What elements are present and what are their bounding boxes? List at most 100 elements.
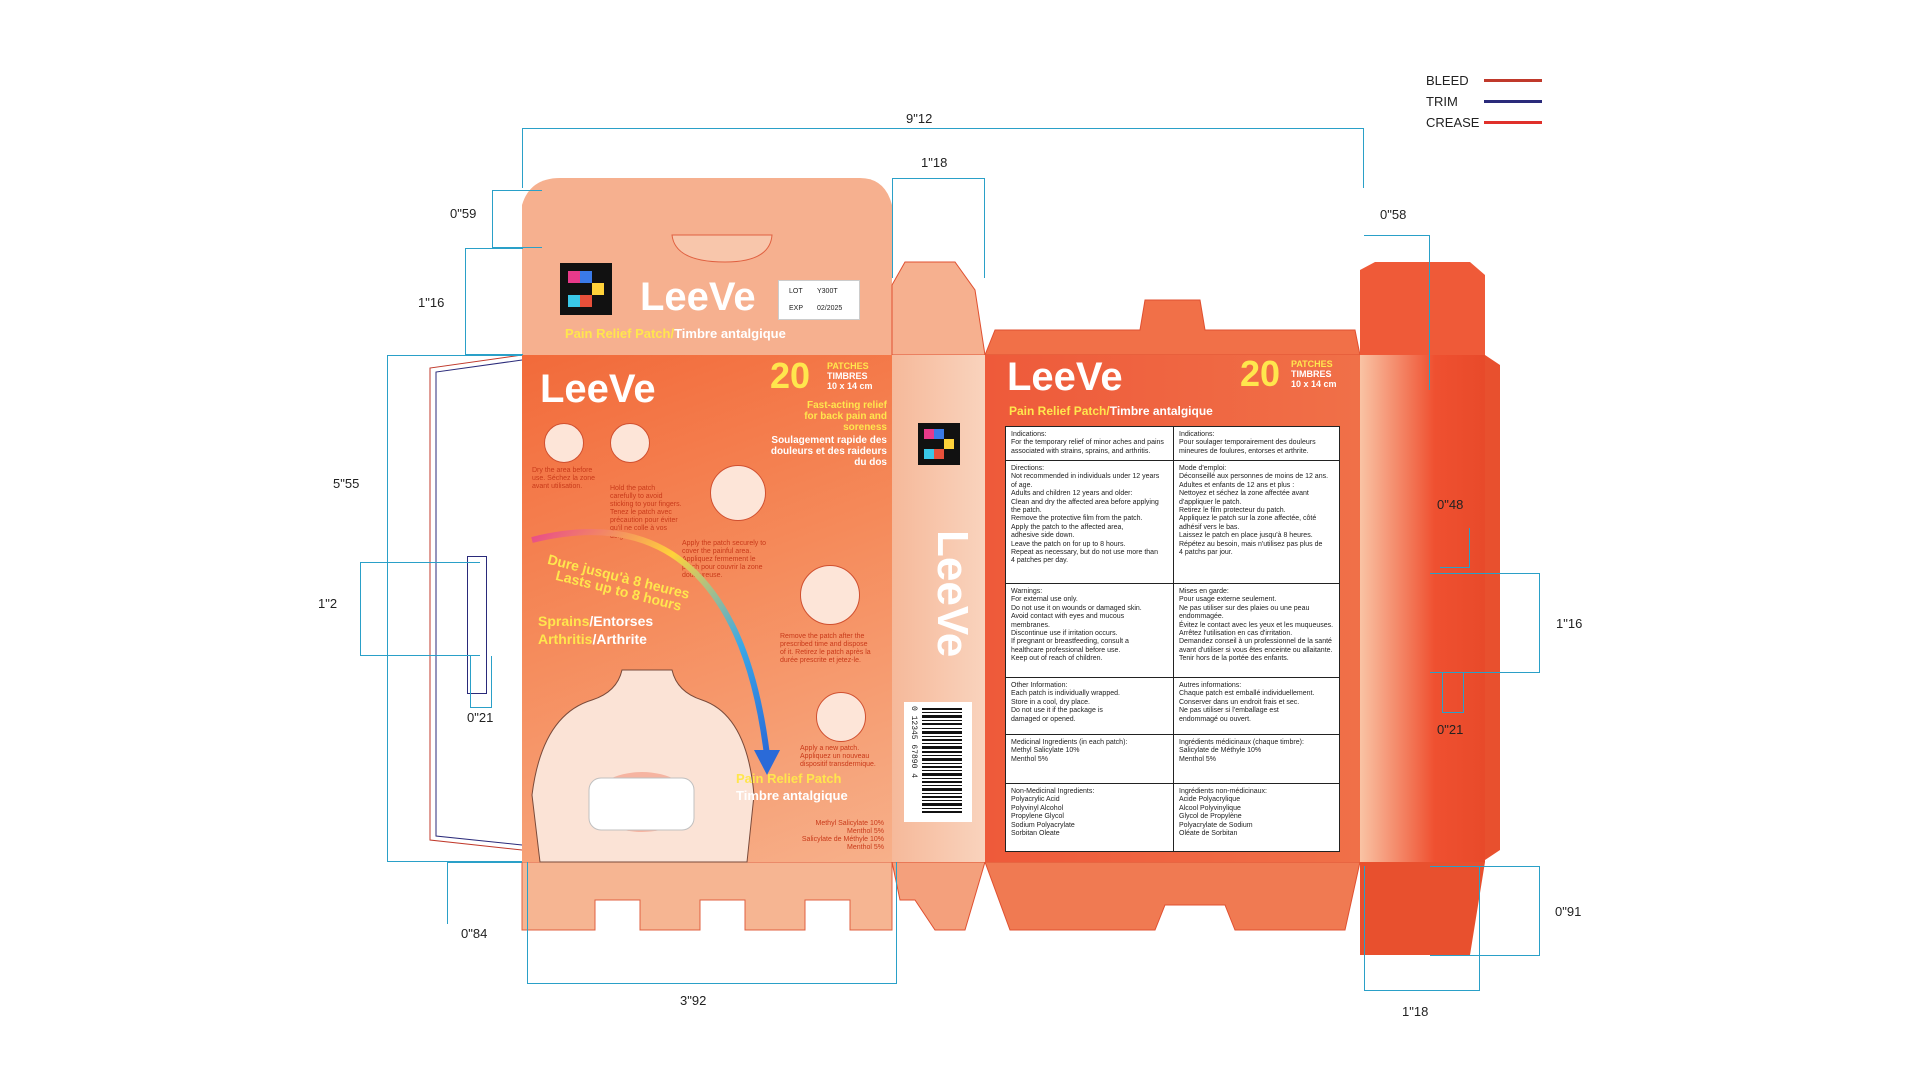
directions-en: Directions:Not recommended in individual… [1011, 465, 1160, 565]
back-top-flap [984, 299, 1361, 356]
directions-fr: Mode d'emploi:Déconseillé aux personnes … [1179, 465, 1329, 557]
back-title-en: Pain Relief Patch/ [1009, 404, 1110, 418]
info-table: Indications:For the temporary relief of … [1005, 426, 1340, 852]
step5-icon [816, 692, 866, 742]
dim-height-box [387, 355, 522, 862]
dim-right-tab-height-box [1440, 528, 1470, 568]
legend-trim-line [1484, 100, 1542, 103]
legend-bleed-label: BLEED [1426, 73, 1469, 88]
other-info-fr: Autres informations:Chaque patch est emb… [1179, 682, 1315, 723]
right-side-panel [1360, 355, 1485, 862]
dim-bottom-depth-box [447, 862, 522, 924]
front-logo: LeeVe [540, 367, 656, 411]
back-count-units: PATCHES TIMBRES 10 x 14 cm [1291, 359, 1337, 389]
back-title-fr: Timbre antalgique [1109, 404, 1213, 418]
exp-value: 02/2025 [817, 305, 843, 312]
step1-text: Dry the area before use. Séchez la zone … [532, 467, 596, 490]
use-sprains: Sprains/Entorses [538, 613, 653, 629]
dim-top-flap-width: 1"18 [921, 155, 948, 170]
front-ingredient-3: Salicylate de Méthyle 10% [801, 836, 884, 843]
lot-exp-box: LOT Y300T EXP 02/2025 [778, 280, 860, 320]
lid-title-fr: Timbre antalgique [674, 326, 786, 341]
step3-text: Apply the patch securely to cover the pa… [682, 540, 767, 579]
dim-right-tab-width: 0"21 [1437, 722, 1464, 737]
step2-icon [610, 423, 650, 463]
dim-bottom-right-width-box [1364, 866, 1480, 991]
dim-lid-depth-box [465, 248, 523, 355]
step5-text: Apply a new patch. Appliquez un nouveau … [800, 745, 876, 768]
front-panel: LeeVe 20 PATCHES TIMBRES 10 x 14 cm Fast… [522, 355, 892, 863]
table-divider-2 [1006, 583, 1339, 584]
front-product-en: Pain Relief Patch [736, 771, 842, 786]
barcode: 0 12345 67890 4 [904, 702, 972, 822]
front-count-units: PATCHES TIMBRES 10 x 14 cm [827, 361, 873, 391]
dim-right-lid-box [1430, 573, 1540, 673]
back-panel: LeeVe 20 PATCHES TIMBRES 10 x 14 cm Pain… [985, 353, 1360, 862]
dim-right-lid: 1"16 [1556, 616, 1583, 631]
dim-front-width: 3"92 [680, 993, 707, 1008]
use1-en: Sprains [538, 613, 590, 629]
legend-trim-label: TRIM [1426, 94, 1458, 109]
barcode-bars [922, 708, 962, 813]
dim-side-tab-box [360, 562, 480, 656]
front-ingredients: Methyl Salicylate 10% Menthol 5% Salicyl… [792, 820, 884, 852]
back-size: 10 x 14 cm [1291, 379, 1337, 389]
use1-fr: /Entorses [589, 613, 654, 629]
front-ingredient-2: Menthol 5% [847, 828, 884, 835]
back-patches: PATCHES [1291, 359, 1333, 369]
lot-value: Y300T [817, 288, 838, 295]
front-size: 10 x 14 cm [827, 381, 873, 391]
left-glue-tab [467, 556, 487, 694]
front-timbres: TIMBRES [827, 371, 868, 381]
lid-tongue [671, 234, 773, 263]
dim-right-tab-height: 0"48 [1437, 497, 1464, 512]
lid-title: Pain Relief Patch/Timbre antalgique [565, 326, 786, 341]
front-ingredient-4: Menthol 5% [847, 844, 884, 851]
side-panel: LeeVe 0 12345 67890 4 [892, 355, 985, 862]
non-medicinal-en: Non-Medicinal Ingredients:Polyacrylic Ac… [1011, 788, 1095, 838]
rainbow-arrow [531, 529, 780, 775]
step1-icon [544, 423, 584, 463]
lid-logo: LeeVe [640, 275, 756, 319]
use2-fr: /Arthrite [592, 631, 647, 647]
table-divider-vertical [1173, 427, 1174, 851]
table-divider-1 [1006, 460, 1339, 461]
legend-bleed-line [1484, 79, 1542, 82]
dim-top-right-depth: 0"58 [1380, 207, 1407, 222]
step3-icon [710, 465, 766, 521]
dim-bottom-depth: 0"84 [461, 926, 488, 941]
qr-code-lid [560, 263, 612, 315]
use-arthritis: Arthritis/Arthrite [538, 631, 647, 647]
step4-text: Remove the patch after the prescribed ti… [780, 633, 871, 664]
dim-top-flap-box [892, 178, 985, 278]
table-divider-5 [1006, 783, 1339, 784]
right-bottom-flap [1360, 862, 1485, 955]
back-timbres: TIMBRES [1291, 369, 1332, 379]
medicinal-en: Medicinal Ingredients (in each patch):Me… [1011, 739, 1128, 763]
front-bottom-flap [521, 861, 893, 931]
back-count: 20 [1240, 353, 1281, 394]
left-flap-outline [429, 354, 523, 851]
dim-side-tab: 1"2 [318, 596, 338, 611]
back-title: Pain Relief Patch/Timbre antalgique [1009, 404, 1213, 418]
dim-right-tab-width-box [1442, 673, 1464, 713]
dim-bottom-right-width: 1"18 [1402, 1004, 1429, 1019]
dim-top-left-depth-box [492, 190, 542, 248]
lid-title-en: Pain Relief Patch/ [565, 326, 675, 341]
dim-side-tab-width-box [470, 656, 492, 708]
front-product-fr: Timbre antalgique [736, 788, 848, 803]
legend-crease-line [1484, 121, 1542, 124]
side-bottom-flap [891, 861, 986, 931]
warnings-en: Warnings:For external use only.Do not us… [1011, 588, 1142, 663]
qr-code-side [918, 423, 960, 465]
other-info-en: Other Information:Each patch is individu… [1011, 682, 1120, 723]
front-patches: PATCHES [827, 361, 869, 371]
front-count: 20 [770, 355, 811, 396]
exp-label: EXP [789, 305, 804, 312]
dim-top-right-depth-box [1364, 235, 1430, 390]
dim-top-left-depth: 0"59 [450, 206, 477, 221]
dim-side-tab-width: 0"21 [467, 710, 494, 725]
step4-icon [800, 565, 860, 625]
non-medicinal-fr: Ingrédients non-médicinaux:Acide Polyacr… [1179, 788, 1267, 838]
